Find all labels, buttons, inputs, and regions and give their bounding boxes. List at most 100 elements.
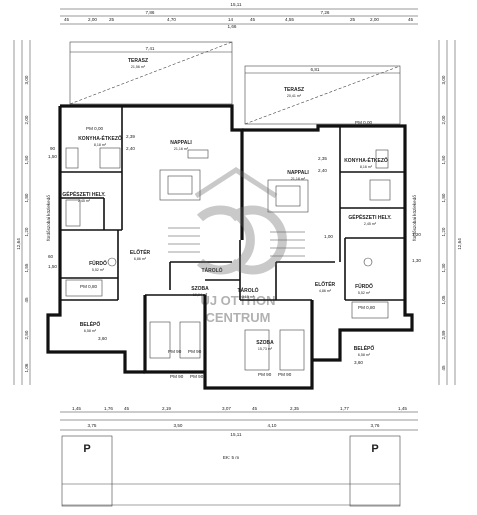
side-note-right: fürdőszobai közlekedő <box>412 195 417 241</box>
terasz-right-label: TERASZ <box>284 87 304 93</box>
belepo-right-label: BELÉPŐ <box>354 344 375 352</box>
dim-bottom-7: 2,35 <box>290 406 299 411</box>
dim-bottom-r2-4: 3,76 <box>371 423 380 428</box>
pm90-5: PM 90 <box>258 372 272 377</box>
belepo-left-area: 6,58 m² <box>84 329 97 333</box>
watermark-bottom-text: CENTRUM <box>206 310 271 325</box>
dim-bottom-5: 3,07 <box>222 406 231 411</box>
dim-inner-8: 60 <box>48 254 54 259</box>
eloter-left-area: 6,86 m² <box>134 257 147 261</box>
pm90-3: PM 90 <box>170 374 184 379</box>
gepeszeti-left-label: GÉPÉSZETI HELY. <box>62 190 106 198</box>
pm-furdo-right: PM 0,80 <box>358 305 376 310</box>
dim-inner-9: 1,50 <box>48 264 57 269</box>
dim-top-center: 1,66 <box>228 24 237 29</box>
nappali-left-label: NAPPALI <box>170 140 192 146</box>
dim-inner-10: 3,60 <box>98 336 107 341</box>
dim-right-2: 2,00 <box>441 115 446 124</box>
belepo-left-label: BELÉPŐ <box>80 320 101 328</box>
terraces: TERASZ 21,56 m² TERASZ 20,41 m² <box>69 41 401 125</box>
dim-top-2: 2,00 <box>88 17 97 22</box>
dim-bottom-2: 1,76 <box>104 406 113 411</box>
konyha-left-area: 8,18 m² <box>94 143 107 147</box>
dim-top-7: 4,55 <box>285 17 294 22</box>
dim-inner-5: 2,35 <box>318 156 327 161</box>
dim-right-7: 1,05 <box>441 295 446 304</box>
dim-right-1: 3,00 <box>441 75 446 84</box>
side-dimensions: 12,64 12,64 3,00 2,00 1,50 1,80 1,20 1,5… <box>13 40 462 385</box>
dim-right-6: 1,30 <box>441 263 446 272</box>
tarolo-right-label: TÁROLÓ <box>237 286 258 294</box>
dim-left-2: 2,00 <box>24 115 29 124</box>
tarolo-right-area: 3,15 m² <box>242 295 255 299</box>
gepeszeti-right-area: 2,45 m² <box>364 222 377 226</box>
dim-inner-2: 1,50 <box>48 154 57 159</box>
dim-top-1: 45 <box>64 17 70 22</box>
belepo-right-area: 6,58 m² <box>358 353 371 357</box>
parking-area: P P EK: 5 m <box>61 435 401 507</box>
szoba-right-label: SZOBA <box>256 340 274 346</box>
nappali-right-area: 21,18 m² <box>291 177 306 181</box>
dim-right-total: 12,64 <box>457 238 462 250</box>
dim-inner-1: 90 <box>50 146 56 151</box>
pm-furdo-left: PM 0,80 <box>80 284 98 289</box>
furdo-right-area: 5,52 m² <box>358 291 371 295</box>
watermark-logo-icon <box>196 205 287 275</box>
dim-right-5: 1,20 <box>441 227 446 236</box>
furdo-left-label: FÜRDŐ <box>89 260 107 267</box>
dim-top-total: 15,11 <box>230 2 242 7</box>
terasz-left-area: 21,56 m² <box>131 65 146 69</box>
dim-inner-12: 1,20 <box>412 232 421 237</box>
pm-upper-right: PM 0,00 <box>355 120 373 125</box>
watermark: ÚJ OTTHON CENTRUM <box>194 167 287 325</box>
dim-bottom-r2-1: 3,75 <box>88 423 97 428</box>
pm90-2: PM 90 <box>188 349 202 354</box>
nappali-right-label: NAPPALI <box>287 170 309 176</box>
dim-terrace-right: 6,81 <box>311 67 320 72</box>
dim-bottom-9: 1,45 <box>398 406 407 411</box>
dim-bottom-4: 2,19 <box>162 406 171 411</box>
level-marks: PM 0,00 PM 0,00 PM 0,80 PM 0,80 PM 90 PM… <box>46 120 417 379</box>
inner-dimensions: 90 1,50 2,39 2,40 2,35 2,40 1,00 60 1,50… <box>48 134 421 365</box>
dim-top-right: 7,26 <box>321 10 330 15</box>
nappali-left-area: 21,16 m² <box>174 147 189 151</box>
dim-inner-7: 1,00 <box>324 234 333 239</box>
eloter-right-label: ELŐTÉR <box>315 280 336 288</box>
tarolo-left-label: TÁROLÓ <box>201 266 222 274</box>
parking-right-label: P <box>371 443 378 455</box>
dim-top-8: 25 <box>350 17 356 22</box>
dim-left-9: 1,06 <box>24 363 29 372</box>
dim-bottom-r2-3: 4,10 <box>268 423 277 428</box>
dim-right-3: 1,50 <box>441 155 446 164</box>
eloter-left-label: ELŐTÉR <box>130 248 151 256</box>
pm90-4: PM 90 <box>190 374 204 379</box>
dim-bottom-8: 1,77 <box>340 406 349 411</box>
terasz-right-area: 20,41 m² <box>287 94 302 98</box>
furdo-left-area: 5,52 m² <box>92 268 105 272</box>
dim-bottom-r2-2: 3,50 <box>174 423 183 428</box>
dim-left-1: 3,00 <box>24 75 29 84</box>
dim-inner-4: 2,40 <box>126 146 135 151</box>
dim-top-10: 45 <box>408 17 414 22</box>
bottom-dimensions: 1,45 1,76 45 2,19 3,07 45 2,35 1,77 1,45… <box>60 406 418 437</box>
dim-left-total: 12,64 <box>16 238 21 250</box>
dim-left-5: 1,20 <box>24 227 29 236</box>
dim-top-6: 45 <box>250 17 256 22</box>
dim-left-7: 45 <box>24 297 29 303</box>
walls <box>46 104 414 390</box>
dim-inner-6: 2,40 <box>318 168 327 173</box>
dim-top-3: 25 <box>109 17 115 22</box>
dim-bottom-3: 45 <box>124 406 130 411</box>
dim-left-4: 1,80 <box>24 193 29 202</box>
szoba-left-area: 10,04 m² <box>193 293 208 297</box>
dim-top-4: 4,70 <box>167 17 176 22</box>
dim-left-8: 2,50 <box>24 330 29 339</box>
gepeszeti-right-label: GÉPÉSZETI HELY. <box>348 213 392 221</box>
dim-inner-3: 2,39 <box>126 134 135 139</box>
top-dimensions: 15,11 7,86 7,26 45 2,00 25 4,70 14 45 4,… <box>60 2 418 74</box>
szoba-left-label: SZOBA <box>191 286 209 292</box>
konyha-right-label: KONYHA-ÉTKEZŐ <box>344 156 388 164</box>
dim-left-6: 1,55 <box>24 263 29 272</box>
dim-top-5: 14 <box>228 17 234 22</box>
